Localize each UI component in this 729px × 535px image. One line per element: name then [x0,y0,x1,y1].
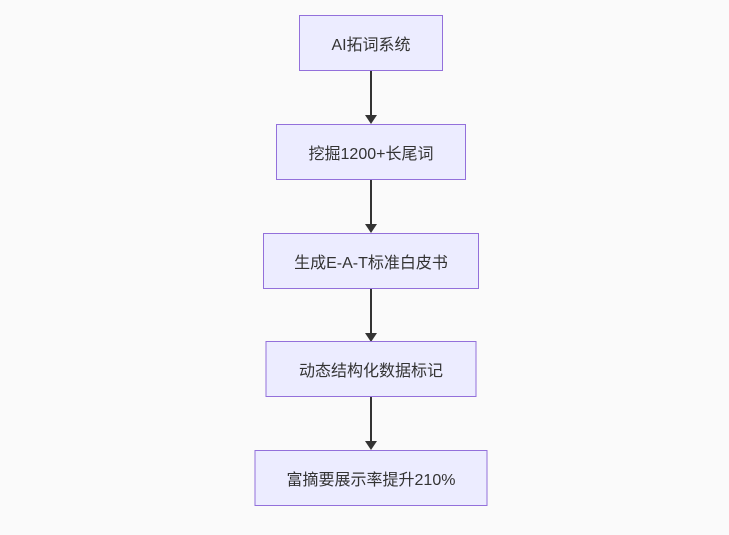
arrow-line [370,289,372,333]
flow-arrow-4 [365,397,377,450]
arrow-line [370,397,372,441]
node-label: 动态结构化数据标记 [298,363,443,380]
flowchart-node-dynamic-structured-data-markup: 动态结构化数据标记 [265,341,477,397]
flowchart-node-generate-eat-whitepaper: 生成E-A-T标准白皮书 [263,233,479,289]
arrow-line [370,71,372,115]
node-label: 富摘要展示率提升210% [286,472,456,489]
flowchart-node-mine-longtail-keywords: 挖掘1200+长尾词 [276,124,466,180]
arrowhead-down-icon [365,441,377,450]
node-label: 生成E-A-T标准白皮书 [294,255,448,272]
node-label: 挖掘1200+长尾词 [308,146,434,163]
flow-arrow-1 [365,71,377,124]
arrowhead-down-icon [365,115,377,124]
flowchart-node-rich-snippet-rate-increase: 富摘要展示率提升210% [254,450,488,506]
arrowhead-down-icon [365,333,377,342]
arrowhead-down-icon [365,224,377,233]
flow-arrow-2 [365,180,377,233]
arrow-line [370,180,372,224]
node-label: AI拓词系统 [331,37,411,54]
flow-arrow-3 [365,289,377,342]
flowchart-node-ai-word-expansion-system: AI拓词系统 [299,15,443,71]
